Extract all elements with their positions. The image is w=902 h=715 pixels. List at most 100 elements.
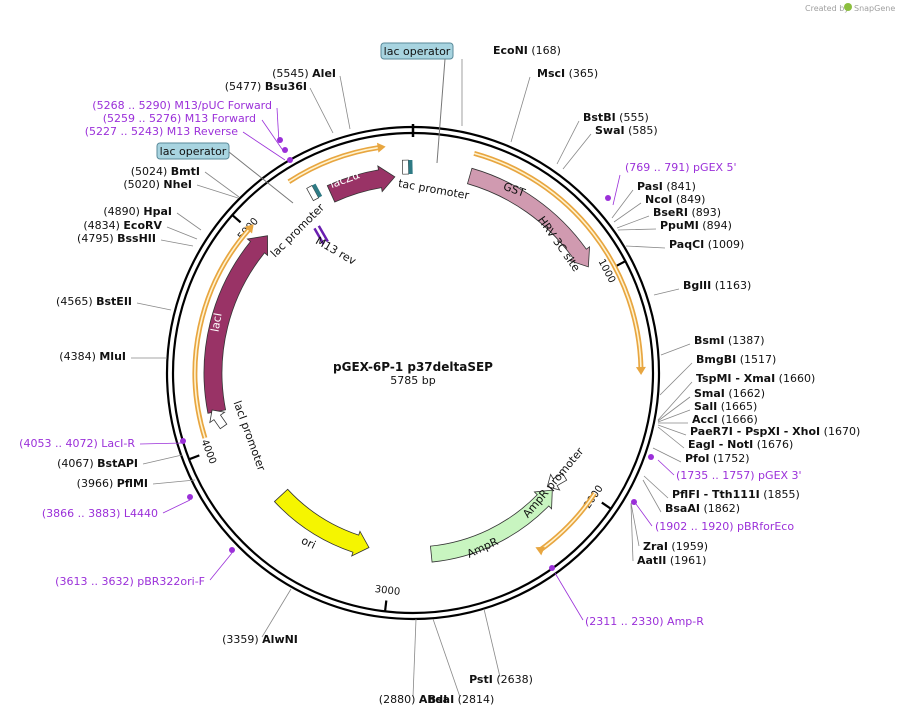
enzyme-label-bsteii[interactable]: (4565) BstEII <box>56 295 132 308</box>
orf-arcs <box>192 142 646 556</box>
enzyme-leader <box>613 202 642 223</box>
enzyme-label-bstbi[interactable]: BstBI (555) <box>583 111 649 124</box>
primer-label-m13-puc-forward[interactable]: (5268 .. 5290) M13/pUC Forward <box>92 99 272 112</box>
enzyme-label-bsu36i[interactable]: (5477) Bsu36I <box>225 80 307 93</box>
enzyme-label-bstapi[interactable]: (4067) BstAPI <box>57 457 138 470</box>
backbone <box>165 124 661 621</box>
enzyme-leader <box>562 133 592 170</box>
enzyme-label-zrai[interactable]: ZraI (1959) <box>643 540 708 553</box>
enzyme-label-econi[interactable]: EcoNI (168) <box>493 44 561 57</box>
tac-promoter-block[interactable] <box>402 159 413 175</box>
enzyme-leader <box>483 608 501 678</box>
orf-arrowhead <box>376 142 386 153</box>
lac-operator-left-line <box>228 151 294 204</box>
tick-mark <box>231 214 242 224</box>
enzyme-label-bsai[interactable]: BsaI (2814) <box>428 693 495 706</box>
enzyme-label-bsmi[interactable]: BsmI (1387) <box>694 334 765 347</box>
m13-rev-line-2 <box>317 225 329 243</box>
enzyme-label-bmti[interactable]: (5024) BmtI <box>131 165 200 178</box>
enzyme-label-ahdi[interactable]: (2880) AhdI <box>379 693 447 706</box>
enzyme-label-acci[interactable]: AccI (1666) <box>692 413 758 426</box>
enzyme-leader <box>657 381 693 421</box>
lac-operator-left-label: lac operator <box>160 145 227 158</box>
primer-leader <box>261 119 285 153</box>
tick-mark <box>188 454 200 461</box>
enzyme-leader <box>659 362 693 396</box>
enzyme-label-alei[interactable]: (5545) AleI <box>272 67 336 80</box>
enzyme-leader <box>432 618 461 698</box>
enzyme-label-bsshii[interactable]: (4795) BssHII <box>77 232 156 245</box>
enzyme-leader <box>643 475 669 499</box>
primer-label-pbr322ori-f[interactable]: (3613 .. 3632) pBR322ori-F <box>55 575 205 588</box>
lacI-promoter-arrow[interactable] <box>205 405 231 432</box>
enzyme-label-pflfi-tth111i[interactable]: PflFI - Tth111I (1855) <box>672 488 800 501</box>
feature-gst-arrow[interactable] <box>466 167 591 268</box>
primer-label-pbrforeco[interactable]: (1902 .. 1920) pBRforEco <box>655 520 794 533</box>
enzyme-label-msci[interactable]: MscI (365) <box>537 67 598 80</box>
enzyme-leader <box>556 120 580 165</box>
feature-lacz-arrow[interactable] <box>326 165 396 203</box>
enzyme-label-eagi-noti[interactable]: EagI - NotI (1676) <box>688 438 793 451</box>
enzyme-label-mlui[interactable]: (4384) MluI <box>59 350 126 363</box>
enzyme-label-ppumi[interactable]: PpuMI (894) <box>660 219 732 232</box>
primers: (769 .. 791) pGEX 5' (1735 .. 1757) pGEX … <box>19 99 801 628</box>
primer-label-amp-r[interactable]: (2311 .. 2330) Amp-R <box>585 615 704 628</box>
enzyme-label-bmgbi[interactable]: BmgBI (1517) <box>696 353 776 366</box>
primer-mark <box>229 547 235 553</box>
enzyme-label-pfoi[interactable]: PfoI (1752) <box>685 452 750 465</box>
enzyme-label-bglii[interactable]: BglII (1163) <box>683 279 751 292</box>
primer-label-laci-r[interactable]: (4053 .. 4072) LacI-R <box>19 437 135 450</box>
primer-label-l4440[interactable]: (3866 .. 3883) L4440 <box>42 507 158 520</box>
feature-ori-arrow[interactable] <box>273 488 370 557</box>
primer-label-pgex-3[interactable]: (1735 .. 1757) pGEX 3' <box>676 469 802 482</box>
enzyme-label-tspmi-xmai[interactable]: TspMI - XmaI (1660) <box>696 372 815 385</box>
enzyme-label-alwni[interactable]: (3359) AlwNI <box>222 633 298 646</box>
enzyme-label-hpai[interactable]: (4890) HpaI <box>103 205 172 218</box>
plasmid-name: pGEX-6P-1 p37deltaSEP <box>333 360 493 374</box>
lac-promoter-block[interactable] <box>306 183 323 202</box>
enzyme-leader <box>611 189 634 219</box>
enzyme-leader <box>176 212 202 231</box>
enzyme-label-paer7i-pspxi-xhoi[interactable]: PaeR7I - PspXI - XhoI (1670) <box>690 425 860 438</box>
enzyme-label-ecorv[interactable]: (4834) EcoRV <box>83 219 162 232</box>
orf-arrowhead <box>535 546 545 556</box>
enzyme-label-psti[interactable]: PstI (2638) <box>469 673 533 686</box>
primer-mark <box>187 494 193 500</box>
enzyme-leader <box>642 479 662 513</box>
enzyme-label-bsaai[interactable]: BsaAI (1862) <box>665 502 740 515</box>
primer-leader <box>554 572 584 621</box>
primer-label-m13-reverse[interactable]: (5227 .. 5243) M13 Reverse <box>85 125 238 138</box>
enzyme-label-sali[interactable]: SalI (1665) <box>694 400 757 413</box>
lac-operator-top[interactable]: lac operator <box>380 42 454 164</box>
enzyme-label-paqci[interactable]: PaqCI (1009) <box>669 238 744 251</box>
enzyme-label-pflmi[interactable]: (3966) PflMI <box>77 477 148 490</box>
feature-m13-rev-label: M13 rev <box>313 234 358 268</box>
enzyme-label-smai[interactable]: SmaI (1662) <box>694 387 765 400</box>
credit-prefix: Created by <box>805 4 849 13</box>
orf-arrowhead <box>635 366 646 375</box>
tick-mark <box>601 501 612 510</box>
ampR-promoter-arrow[interactable] <box>543 469 569 495</box>
enzyme-label-ncoi[interactable]: NcoI (849) <box>645 193 705 206</box>
primer-leader <box>139 442 184 445</box>
enzyme-label-bseri[interactable]: BseRI (893) <box>653 206 721 219</box>
enzyme-label-swai[interactable]: SwaI (585) <box>595 124 658 137</box>
enzyme-label-aatii[interactable]: AatII (1961) <box>637 554 706 567</box>
primer-mark <box>605 195 611 201</box>
enzyme-label-pasi[interactable]: PasI (841) <box>637 180 696 193</box>
feature-ampr-arrow[interactable] <box>430 489 553 563</box>
enzyme-leader <box>142 454 183 465</box>
snapgene-logo-icon <box>844 3 852 11</box>
primer-label-pgex-5[interactable]: (769 .. 791) pGEX 5' <box>625 161 737 174</box>
feature-laci-arrow[interactable] <box>203 235 269 414</box>
enzyme-leader <box>136 302 172 311</box>
enzyme-leader <box>657 396 691 422</box>
primer-mark <box>648 454 654 460</box>
primer-leader <box>612 174 621 206</box>
m13-rev-mark[interactable] <box>313 225 329 245</box>
primer-label-m13-forward[interactable]: (5259 .. 5276) M13 Forward <box>103 112 256 125</box>
feature-ori-label: ori <box>299 534 317 552</box>
enzyme-leader <box>160 239 194 247</box>
enzyme-label-nhei[interactable]: (5020) NheI <box>123 178 192 191</box>
lac-operator-left[interactable]: lac operator <box>156 142 294 204</box>
